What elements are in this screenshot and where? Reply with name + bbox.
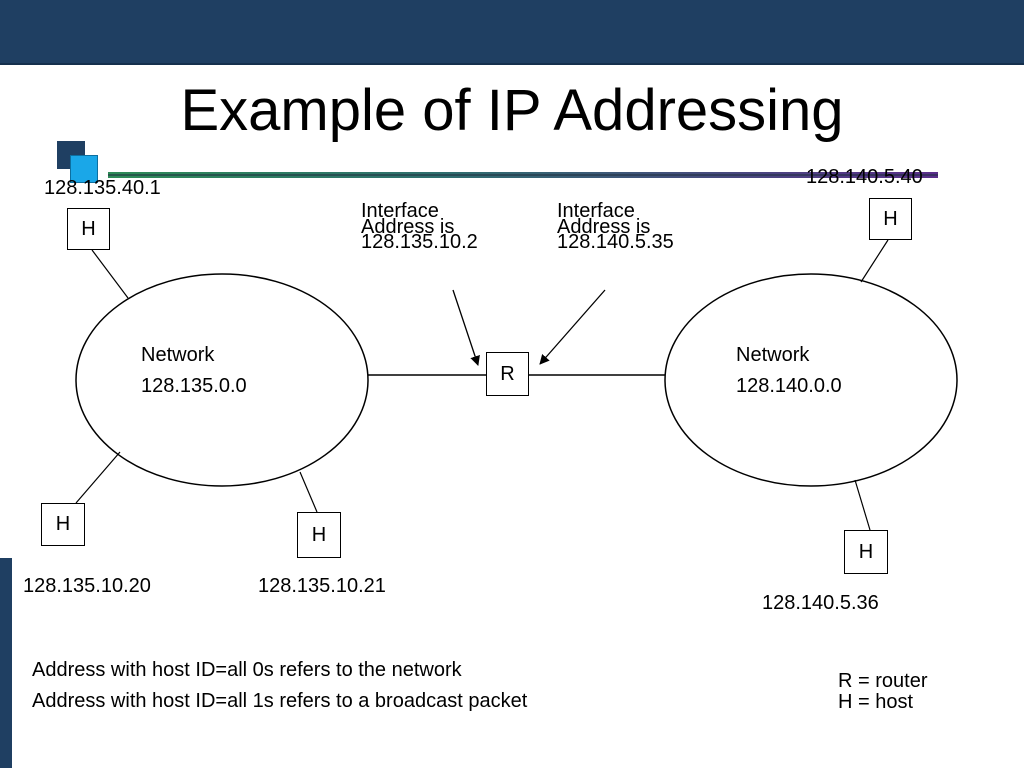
interface-left-line2: Address is (361, 216, 455, 238)
interface-left-line1: Interface (361, 200, 439, 222)
address-top-right-host: 128.140.5.40 (806, 166, 923, 188)
note-broadcast-address: Address with host ID=all 1s refers to a … (32, 690, 528, 712)
slide-title: Example of IP Addressing (180, 78, 844, 143)
host-label: H (883, 207, 898, 230)
interface-right-line2: Address is (557, 216, 651, 238)
legend-host: H = host (838, 691, 914, 713)
host-label: H (311, 523, 327, 546)
network-left-label: Network (141, 344, 215, 366)
host-bottom-right-box: H (844, 530, 888, 574)
network-right-label: Network (736, 344, 810, 366)
interface-right-address: 128.140.5.35 (557, 231, 674, 253)
arrow-right-interface (539, 289, 606, 365)
network-right-address: 128.140.0.0 (736, 375, 842, 397)
host-label: H (858, 540, 874, 563)
left-accent-bar (0, 558, 12, 768)
router-label: R (500, 362, 515, 385)
host-top-right-box: H (869, 198, 912, 240)
address-bottom-left-host-a: 128.135.10.20 (23, 575, 151, 597)
decorative-square-blue (70, 155, 98, 183)
host-bottom-left-a-box: H (41, 503, 85, 546)
arrow-left-interface (452, 289, 480, 366)
network-right-ellipse (664, 273, 958, 487)
link-host-bottom-right (854, 479, 871, 531)
link-host-bottom-left-b (299, 471, 318, 513)
host-label: H (55, 513, 71, 535)
network-left-ellipse (75, 273, 369, 487)
router-box: R (486, 352, 529, 396)
link-host-bottom-left-a (75, 451, 121, 504)
interface-right-line1: Interface (557, 200, 635, 222)
link-host-top-left (91, 249, 129, 299)
address-bottom-right-host: 128.140.5.36 (762, 592, 879, 614)
top-banner (0, 0, 1024, 65)
host-label: H (81, 217, 96, 240)
interface-left-address: 128.135.10.2 (361, 231, 478, 253)
host-bottom-left-b-box: H (297, 512, 341, 558)
note-network-address: Address with host ID=all 0s refers to th… (32, 659, 462, 681)
host-top-left-box: H (67, 208, 110, 250)
legend-router: R = router (838, 670, 928, 692)
network-left-address: 128.135.0.0 (141, 375, 247, 397)
title-underline-shadow (108, 174, 938, 176)
address-bottom-left-host-b: 128.135.10.21 (258, 575, 386, 597)
link-host-top-right (860, 239, 889, 283)
address-top-left-host: 128.135.40.1 (44, 177, 161, 199)
